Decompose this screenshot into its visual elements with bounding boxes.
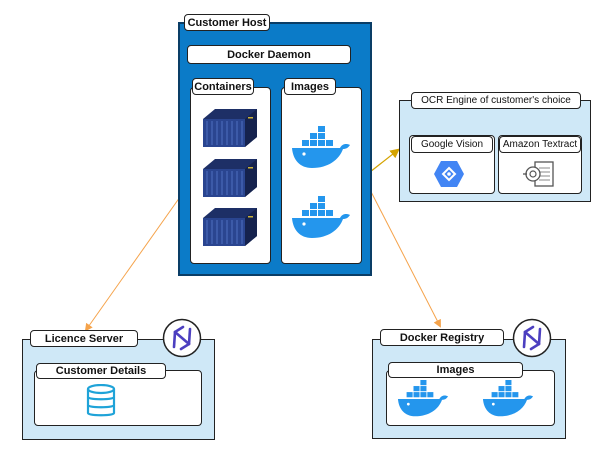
google-vision-icon: [434, 160, 464, 188]
google-vision-label: Google Vision: [411, 136, 493, 153]
network-logo-icon: [162, 318, 202, 358]
ocr-engine-title: OCR Engine of customer's choice: [411, 92, 581, 109]
customer-host-title: Customer Host: [184, 14, 270, 31]
shipping-container-icon: [201, 107, 259, 149]
docker-whale-icon: [396, 380, 450, 418]
network-logo-icon: [512, 318, 552, 358]
amazon-textract-label: Amazon Textract: [499, 136, 581, 153]
amazon-textract-icon: [522, 160, 556, 188]
licence-server-title: Licence Server: [30, 330, 138, 347]
registry-images-label: Images: [388, 362, 523, 378]
customer-details-label: Customer Details: [36, 363, 166, 379]
customer-details-panel: [34, 370, 202, 426]
docker-whale-icon: [481, 380, 535, 418]
docker-whale-icon: [290, 196, 352, 240]
shipping-container-icon: [201, 157, 259, 199]
shipping-container-icon: [201, 206, 259, 248]
images-label: Images: [284, 78, 336, 95]
docker-registry-title: Docker Registry: [380, 329, 504, 346]
connector-host-to-ocr: [369, 148, 400, 173]
connector-host-to-licence: [84, 179, 193, 332]
containers-label: Containers: [192, 78, 254, 95]
database-icon: [85, 383, 117, 418]
docker-whale-icon: [290, 126, 352, 170]
docker-daemon-label: Docker Daemon: [187, 45, 351, 64]
